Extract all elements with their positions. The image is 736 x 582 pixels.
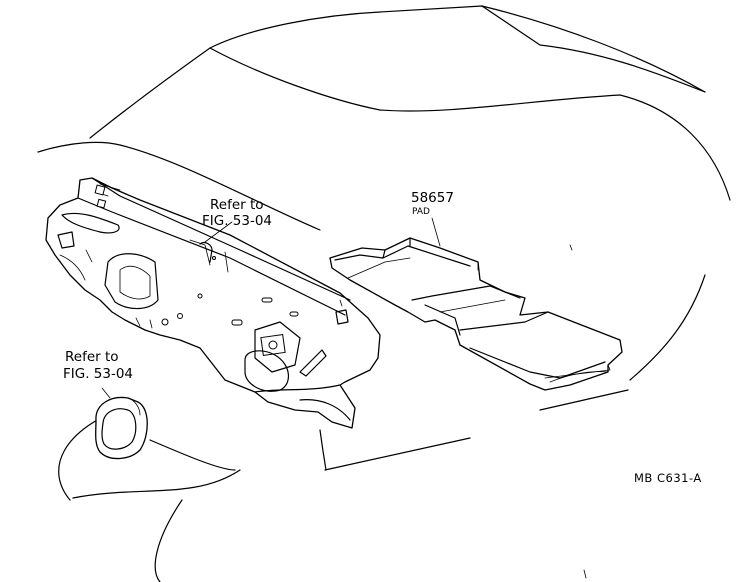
callout-cap-ref-line2: FIG. 53-04 (63, 366, 133, 382)
callout-dash-ref-line1: Refer to (210, 197, 264, 213)
grommet-cap (95, 396, 148, 460)
callout-pad: 58657 PAD (411, 190, 454, 217)
leader-lines (101, 217, 441, 399)
callout-dash-ref-line2: FIG. 53-04 (202, 213, 272, 229)
callout-dash-panel-ref: Refer to FIG. 53-04 (202, 197, 272, 229)
callout-cap-ref: Refer to FIG. 53-04 (63, 349, 133, 382)
pad-58657 (329, 237, 623, 391)
pad-part-name: PAD (412, 207, 430, 217)
pad-part-number: 58657 (411, 190, 454, 206)
callout-cap-ref-line1: Refer to (65, 349, 119, 365)
car-body-outline (37, 5, 731, 582)
dash-panel (45, 177, 381, 429)
figure-code: MB C631-A (634, 471, 702, 485)
